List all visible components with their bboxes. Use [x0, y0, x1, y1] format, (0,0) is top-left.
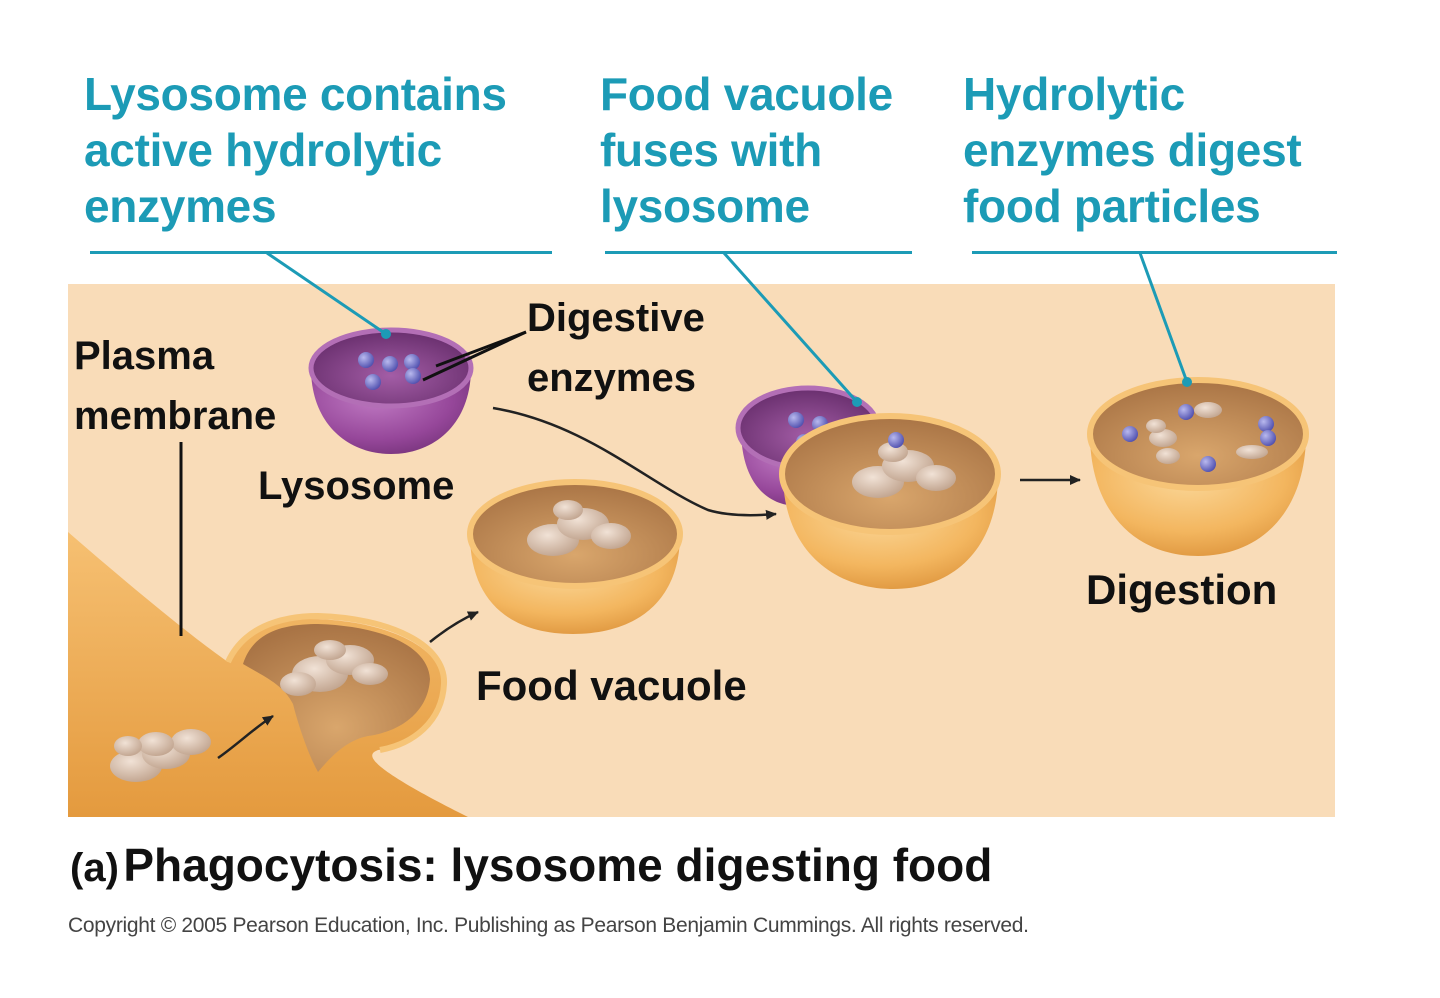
food-vacuole-shape: [467, 479, 683, 634]
callout-enzymes-digest: Hydrolytic enzymes digest food particles: [963, 68, 1302, 232]
callout-rule-2: [605, 251, 912, 254]
label-digestion: Digestion: [1086, 566, 1278, 613]
callout-rule-3: [972, 251, 1337, 254]
leader-2-dot: [852, 397, 862, 407]
label-lysosome: Lysosome: [258, 464, 455, 508]
food-particle-engulfed: [280, 640, 388, 696]
membrane-rim: [225, 612, 448, 753]
callout-rule-1: [90, 251, 552, 254]
arrow-into-membrane: [217, 714, 274, 760]
callout-vacuole-fuses: Food vacuole fuses with lysosome: [600, 68, 893, 232]
fused-vacuole-shape: [735, 385, 1001, 589]
phagocytosis-illustration: [68, 327, 1309, 817]
digestion-vacuole-shape: [1087, 377, 1309, 556]
arrow-to-vacuole: [429, 610, 479, 643]
arrow-lysosome-to-fusion: [492, 406, 777, 520]
leader-2: [722, 252, 859, 403]
leader-3-dot: [1182, 377, 1192, 387]
leader-1: [266, 251, 387, 336]
vacuole-pocket-inner: [243, 624, 430, 772]
lysosome-shape: [308, 327, 474, 454]
copyright-notice: Copyright © 2005 Pearson Education, Inc.…: [68, 914, 1029, 937]
callout-lysosome-contains: Lysosome contains active hydrolytic enzy…: [84, 68, 507, 232]
illustration-panel: [68, 284, 1335, 817]
food-particle-outside: [110, 729, 211, 782]
enzymes-leader-2: [422, 330, 527, 382]
label-plasma-membrane: Plasma membrane: [74, 334, 277, 438]
label-food-vacuole: Food vacuole: [476, 662, 747, 709]
leader-1-dot: [381, 329, 391, 339]
caption-title: Phagocytosis: lysosome digesting food: [123, 839, 993, 891]
figure-caption: (a) Phagocytosis: lysosome digesting foo…: [70, 838, 992, 892]
label-digestive-enzymes: Digestive enzymes: [527, 296, 705, 400]
leader-3: [1138, 252, 1189, 383]
caption-tag: (a): [70, 846, 119, 890]
